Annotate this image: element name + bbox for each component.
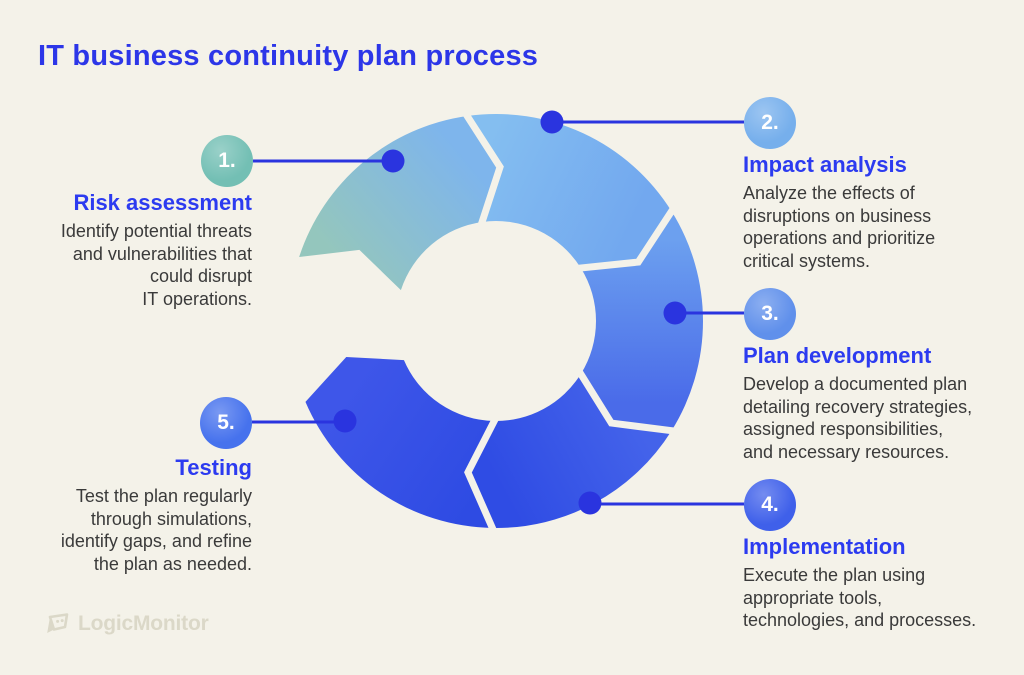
step-4-block: Implementation Execute the plan using ap… [743,534,1023,632]
page-title: IT business continuity plan process [38,40,539,72]
step-3-title: Plan development [743,343,932,368]
step-3-desc-line: detailing recovery strategies, [743,396,973,417]
step-1-desc-line: could disrupt [149,266,252,286]
connector-dot-step-2 [540,110,564,134]
step-4-description: Execute the plan using appropriate tools… [743,564,1023,632]
logicmonitor-logo-icon [47,613,69,633]
step-4-badge: 4. [744,479,796,531]
segment-gap [570,360,686,436]
step-4-title: Implementation [743,534,906,559]
step-1-block: Risk assessment Identify potential threa… [0,190,252,310]
step-4-desc-line: technologies, and processes. [743,610,977,630]
step-5-desc-line: identify gaps, and refine [60,531,252,551]
step-4-number: 4. [761,493,779,516]
step-5-number: 5. [217,411,235,434]
step-5-desc-line: Test the plan regularly [75,486,252,506]
step-2-desc-line: critical systems. [743,250,871,271]
cycle-segment-2 [467,114,672,269]
step-4-desc-line: appropriate tools, [743,587,883,608]
step-2-badge: 2. [744,97,796,149]
step-5-title: Testing [175,455,252,480]
step-2-desc-line: disruptions on business [743,205,932,226]
step-3-desc-line: and necessary resources. [743,441,950,462]
step-2-desc-line: operations and prioritize [743,228,936,248]
step-2-desc-line: Analyze the effects of [743,183,915,203]
step-2-description: Analyze the effects of disruptions on bu… [743,182,1023,272]
step-5-desc-line: through simulations, [90,508,252,529]
connector-dot-step-5 [333,409,357,433]
segment-gap [456,102,504,237]
segment-gap [464,406,504,543]
step-5-badge: 5. [200,397,252,449]
step-5-description: Test the plan regularly through simulati… [0,485,252,575]
step-1-desc-line: Identify potential threats [60,221,252,241]
logicmonitor-logo-text: LogicMonitor [78,611,209,635]
cycle-segment-1 [299,116,501,291]
step-1-badge: 1. [201,135,253,187]
step-5-desc-line: the plan as needed. [93,553,252,574]
step-5-block: Testing Test the plan regularly through … [0,455,252,575]
step-2-number: 2. [761,111,779,134]
step-3-desc-line: Develop a documented plan [743,374,968,394]
cycle-segment-5 [305,356,495,528]
step-4-desc-line: Execute the plan using [743,565,926,585]
step-1-desc-line: and vulnerabilities that [72,243,252,264]
segment-gap [566,197,683,273]
logicmonitor-logo: LogicMonitor [44,610,209,637]
step-3-number: 3. [761,302,779,325]
step-3-desc-line: assigned responsibilities, [743,419,944,439]
step-2-block: Impact analysis Analyze the effects of d… [743,152,1023,272]
step-1-description: Identify potential threats and vulnerabi… [0,220,252,310]
connector-dot-step-3 [663,301,687,325]
step-1-number: 1. [218,149,236,172]
step-3-description: Develop a documented plan detailing reco… [743,373,1023,463]
step-3-badge: 3. [744,288,796,340]
step-3-block: Plan development Develop a documented pl… [743,343,1023,463]
step-2-title: Impact analysis [743,152,907,177]
connector-dot-step-1 [381,149,405,173]
step-1-title: Risk assessment [73,190,252,215]
cycle-segment-4 [467,373,672,528]
connector-dot-step-4 [578,491,602,515]
step-1-desc-line: IT operations. [142,288,252,309]
